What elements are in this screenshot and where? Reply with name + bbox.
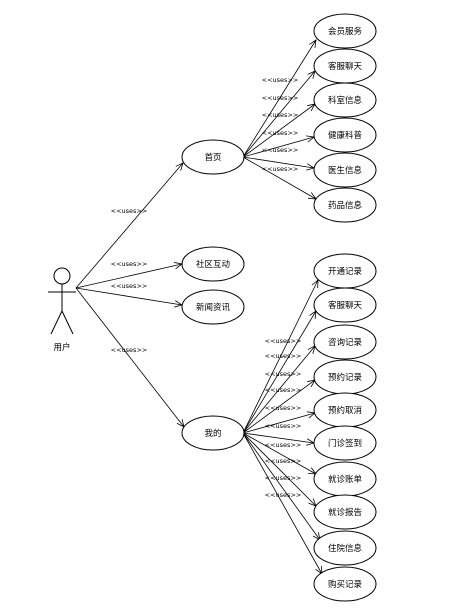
- svg-text:会员服务: 会员服务: [328, 26, 363, 37]
- association-line: [75, 162, 184, 289]
- arrowhead: [308, 192, 317, 200]
- association-line: [242, 136, 315, 158]
- svg-text:科室信息: 科室信息: [328, 95, 363, 106]
- stereotype-label: <<uses>>: [265, 337, 302, 345]
- actor-head: [53, 267, 71, 285]
- stereotype-label: <<uses>>: [265, 422, 302, 430]
- use-case-visit-bill: 就诊账单: [313, 461, 377, 497]
- association-line: [75, 263, 183, 289]
- stereotype-label: <<uses>>: [265, 441, 302, 449]
- use-case-label: 我的: [204, 428, 221, 439]
- use-case-consult-records: 咨询记录: [313, 324, 377, 360]
- use-case-drug-info: 药品信息: [313, 187, 377, 223]
- use-case-home: 首页: [181, 139, 245, 175]
- use-case-mine: 我的: [181, 415, 245, 451]
- association-line: [242, 279, 319, 434]
- use-case-label: 新闻资讯: [196, 302, 231, 313]
- stereotype-label: <<uses>>: [262, 94, 299, 102]
- arrowhead: [307, 467, 317, 475]
- svg-text:就诊账单: 就诊账单: [328, 474, 363, 485]
- association-line: [242, 432, 321, 541]
- svg-text:医生信息: 医生信息: [328, 165, 363, 176]
- use-case-customer-chat: 客服聊天: [313, 48, 377, 84]
- use-case-appointment-records: 预约记录: [313, 359, 377, 395]
- association-lines: [75, 39, 323, 575]
- use-case-inpatient-info: 住院信息: [313, 530, 377, 566]
- stereotype-label: <<uses>>: [265, 491, 302, 499]
- association-line: [242, 310, 317, 434]
- stereotype-label: <<uses>>: [262, 165, 299, 173]
- actor-user: 用户: [48, 267, 76, 353]
- svg-text:预约记录: 预约记录: [328, 372, 363, 383]
- actor-right-leg: [61, 310, 74, 335]
- stereotype-labels: <<uses>> <<uses>> <<uses>> <<uses>> <<uses>>…: [111, 76, 302, 499]
- svg-text:就诊报告: 就诊报告: [328, 507, 362, 518]
- association-line: [242, 379, 316, 434]
- stereotype-label: <<uses>>: [265, 457, 302, 465]
- association-line: [242, 432, 323, 575]
- association-line: [242, 432, 317, 507]
- arrowhead: [309, 39, 317, 48]
- association-line: [242, 156, 315, 169]
- svg-text:预约取消: 预约取消: [328, 405, 362, 416]
- stereotype-label: <<uses>>: [265, 352, 302, 360]
- association-line: [242, 345, 316, 434]
- stereotype-label: <<uses>>: [111, 346, 148, 354]
- use-case-open-records: 开通记录: [313, 253, 377, 289]
- use-case-label: 社区互动: [196, 259, 231, 270]
- use-case-department-info: 科室信息: [313, 82, 377, 118]
- association-line: [242, 432, 317, 475]
- association-line: [75, 287, 183, 306]
- association-line: [242, 156, 317, 200]
- stereotype-label: <<uses>>: [265, 370, 302, 378]
- stereotype-label: <<uses>>: [111, 207, 148, 215]
- use-case-label: 首页: [204, 152, 221, 163]
- stereotype-label: <<uses>>: [262, 146, 299, 154]
- svg-text:住院信息: 住院信息: [328, 543, 363, 554]
- use-case-clinic-checkin: 门诊签到: [313, 425, 377, 461]
- association-line: [242, 39, 317, 158]
- association-line: [242, 432, 315, 444]
- stereotype-label: <<uses>>: [262, 76, 299, 84]
- svg-text:药品信息: 药品信息: [328, 200, 363, 211]
- use-case-community: 社区互动: [181, 246, 245, 282]
- association-line: [242, 412, 316, 434]
- use-case-member-service: 会员服务: [313, 13, 377, 49]
- actor-left-leg: [50, 310, 63, 335]
- use-case-doctor-info: 医生信息: [313, 152, 377, 188]
- association-line: [75, 287, 185, 428]
- stereotype-label: <<uses>>: [111, 260, 148, 268]
- association-line: [242, 70, 316, 158]
- use-case-appointment-cancel: 预约取消: [313, 392, 377, 428]
- arrowhead: [175, 162, 184, 171]
- use-case-customer-chat-2: 客服聊天: [313, 287, 377, 323]
- svg-text:客服聊天: 客服聊天: [328, 300, 363, 311]
- stereotype-label: <<uses>>: [262, 129, 299, 137]
- use-case-news: 新闻资讯: [181, 289, 245, 325]
- actor-label: 用户: [53, 342, 70, 353]
- svg-text:健康科普: 健康科普: [328, 130, 363, 141]
- svg-text:开通记录: 开通记录: [328, 266, 363, 277]
- use-case-purchase-records: 购买记录: [313, 566, 377, 602]
- stereotype-label: <<uses>>: [265, 386, 302, 394]
- association-line: [242, 103, 316, 158]
- svg-text:门诊签到: 门诊签到: [328, 438, 362, 449]
- stereotype-label: <<uses>>: [262, 111, 299, 119]
- stereotype-label: <<uses>>: [265, 404, 302, 412]
- stereotype-label: <<uses>>: [265, 474, 302, 482]
- use-case-health-science: 健康科普: [313, 117, 377, 153]
- svg-text:咨询记录: 咨询记录: [328, 337, 363, 348]
- svg-text:客服聊天: 客服聊天: [328, 61, 363, 72]
- stereotype-label: <<uses>>: [111, 282, 148, 290]
- use-case-visit-report: 就诊报告: [313, 494, 377, 530]
- svg-text:购买记录: 购买记录: [328, 579, 363, 590]
